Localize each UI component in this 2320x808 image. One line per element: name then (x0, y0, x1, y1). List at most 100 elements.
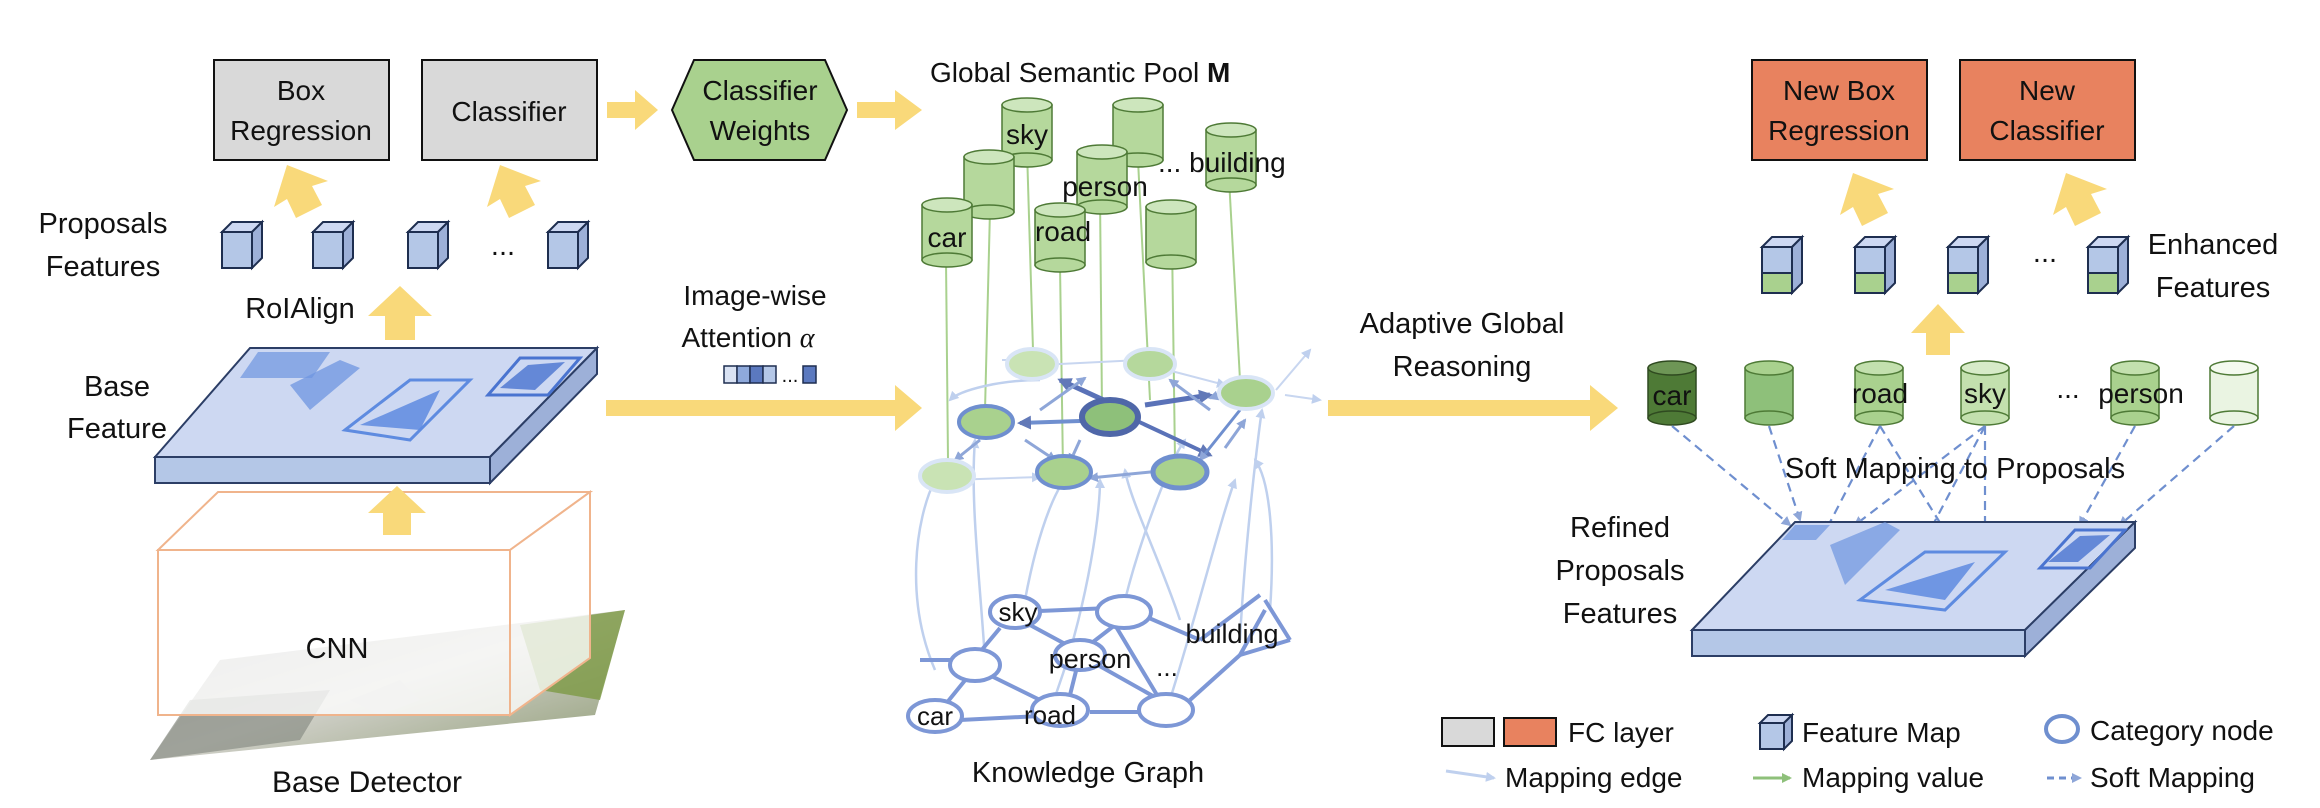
alpha-symbol: α (800, 323, 816, 354)
attention-vector (723, 365, 817, 384)
soft-mapping-title: Soft Mapping to Proposals (1785, 453, 2125, 485)
category-node (1137, 692, 1195, 728)
cnn-box: CNN (155, 490, 594, 717)
new-classifier-line2: Classifier (1989, 115, 2104, 146)
category-node (1217, 375, 1275, 411)
category-node (1150, 453, 1210, 491)
feature-label: Feature (67, 413, 167, 445)
kg-label-dots: ... (1156, 652, 1178, 682)
roialign-label: RoIAlign (245, 293, 355, 325)
to-new-classifier-arrow (2053, 173, 2107, 226)
enhanced-line1: Enhanced (2148, 229, 2279, 261)
legend-mapping-value: Mapping value (1802, 762, 1984, 793)
mapping-value-lines (945, 139, 1241, 471)
legend-mapping-edge: Mapping edge (1505, 762, 1682, 793)
box-regression-line1: Box (277, 75, 325, 106)
refined-line1: Refined (1570, 512, 1670, 544)
category-node (1035, 454, 1093, 490)
new-classifier-line1: New (2019, 75, 2076, 106)
proposals-ellipsis: ... (491, 230, 515, 262)
adaptive-line2: Reasoning (1393, 351, 1532, 383)
proposals-label: Proposals (39, 208, 168, 240)
category-node (906, 698, 964, 734)
classifier-label: Classifier (451, 96, 566, 127)
pool-cylinder (1034, 202, 1086, 273)
attention-label: Attention α (681, 322, 815, 354)
roialign-arrow (368, 286, 432, 340)
feature-cube (545, 219, 591, 271)
cylinder-road (1854, 360, 1904, 426)
enhanced-cube (1945, 234, 1991, 296)
base-to-graph-arrow (606, 385, 922, 431)
category-node (957, 404, 1015, 440)
category-node (1123, 347, 1177, 381)
classifier-to-weights-arrow (607, 90, 658, 130)
legend-feature-map-icon (1757, 712, 1795, 752)
new-classifier-box (1959, 59, 2136, 161)
kg-label-building: building (1185, 619, 1278, 649)
legend-soft-mapping: Soft Mapping (2090, 762, 2255, 793)
cnn-label: CNN (306, 633, 369, 665)
pool-label-car: car (928, 222, 967, 253)
legend-fc-gray-swatch (1441, 717, 1495, 747)
pool-label-building: ... building (1158, 147, 1286, 178)
attention-ellipsis: ... (782, 365, 799, 387)
pool-label-person: person (1062, 171, 1148, 202)
pool-cylinders (921, 97, 1257, 273)
category-node (988, 594, 1042, 630)
new-box-regression-line1: New Box (1783, 75, 1895, 106)
enhanced-ellipsis: ... (2033, 237, 2057, 269)
category-node (1053, 638, 1107, 672)
classifier-box (421, 59, 598, 161)
cnn-to-base-arrow (368, 486, 426, 535)
to-box-regression-arrow (274, 165, 328, 218)
base-feature-map (152, 345, 600, 486)
pool-label-sky: sky (1006, 119, 1048, 150)
pool-label-road: road (1035, 216, 1091, 247)
enhanced-cube (1759, 234, 1805, 296)
to-classifier-arrow (487, 165, 541, 218)
weights-to-pool-arrow (857, 90, 922, 130)
category-node (948, 647, 1002, 683)
legend: FC layer Feature Map Category node Mappi… (1441, 712, 2274, 793)
pool-cylinder (1145, 199, 1197, 270)
kg-label-car: car (917, 701, 953, 731)
kg-label-sky: sky (999, 597, 1038, 627)
knowledge-graph-nodes (906, 594, 1195, 734)
kg-label-person: person (1049, 644, 1132, 674)
category-node (1079, 397, 1141, 437)
pool-cylinder (921, 197, 973, 268)
category-node (1030, 692, 1090, 728)
reasoning-nodes (918, 347, 1275, 494)
attention-text: Attention (681, 322, 799, 353)
adaptive-arrow (1328, 385, 1618, 431)
knowledge-graph-label: Knowledge Graph (972, 757, 1204, 789)
pool-cylinder (1205, 122, 1257, 193)
global-pool-symbol: M (1207, 57, 1230, 88)
legend-feature-map: Feature Map (1802, 717, 1961, 748)
refined-line3: Features (1563, 598, 1677, 630)
pool-cylinder (1076, 144, 1128, 215)
right-label-sky: sky (1964, 378, 2006, 409)
refined-feature-map (1689, 519, 2138, 659)
category-node (1005, 347, 1059, 381)
base-label: Base (84, 371, 150, 403)
right-label-road: road (1852, 378, 1908, 409)
classifier-weights-hexagon (670, 59, 849, 161)
category-node (1095, 594, 1153, 630)
kg-label-road: road (1024, 700, 1076, 730)
cylinder (2209, 360, 2259, 426)
classifier-weights-line2: Weights (710, 115, 811, 146)
feature-cube (405, 219, 451, 271)
base-detector-label: Base Detector (272, 766, 462, 799)
feature-cube (219, 219, 265, 271)
enhanced-feature-cubes (1759, 234, 2131, 296)
cylinder (1744, 360, 1794, 426)
cylinder-person (2110, 360, 2160, 426)
new-box-regression-line2: Regression (1768, 115, 1910, 146)
adaptive-line1: Adaptive Global (1360, 308, 1565, 340)
legend-category-node: Category node (2090, 715, 2274, 746)
right-label-car: car (1653, 380, 1692, 411)
legend-mapping-edge-icon (1445, 769, 1496, 782)
